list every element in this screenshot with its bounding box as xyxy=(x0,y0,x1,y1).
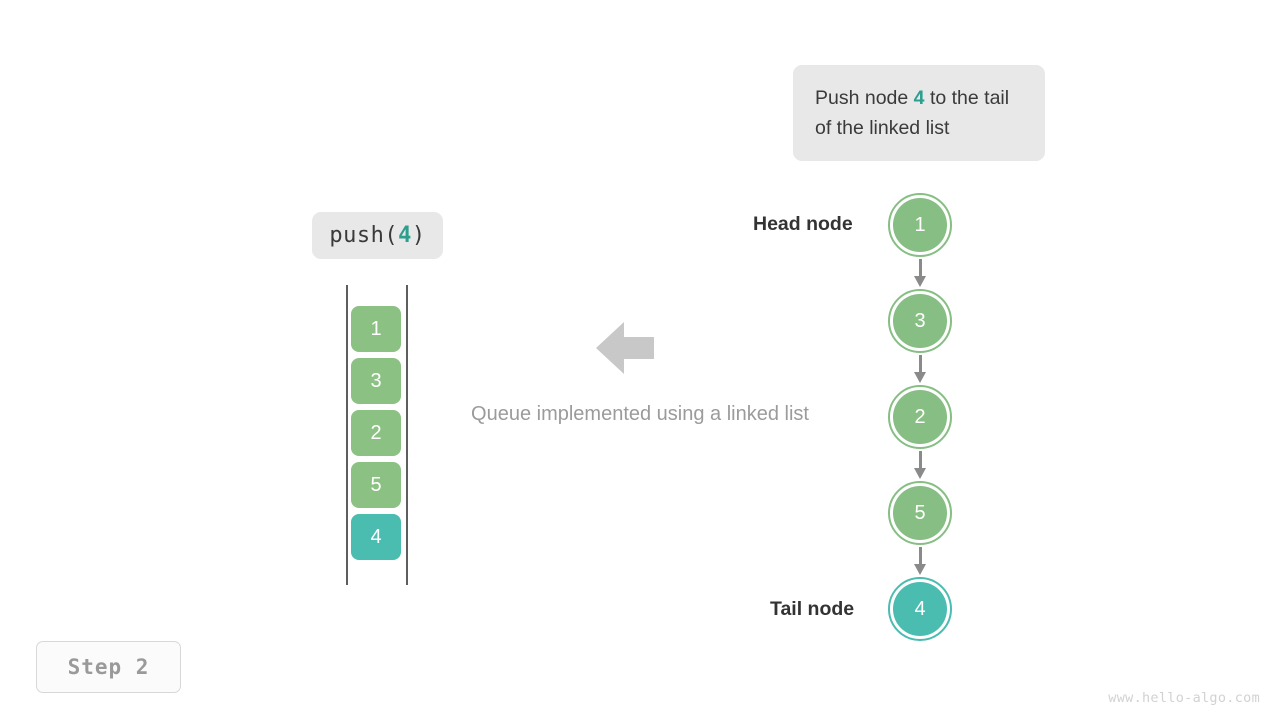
list-node: 1 xyxy=(888,193,952,257)
watermark: www.hello-algo.com xyxy=(1108,690,1260,706)
queue-cell-value: 4 xyxy=(370,525,382,548)
queue-cell: 1 xyxy=(351,306,401,352)
list-node-value: 1 xyxy=(914,213,926,236)
list-node: 4 xyxy=(888,577,952,641)
head-node-label: Head node xyxy=(753,213,853,235)
list-node-disc: 3 xyxy=(893,294,947,348)
list-node-value: 4 xyxy=(914,597,926,620)
callout-suffix: to the tail of the linked list xyxy=(815,87,1010,139)
list-node: 5 xyxy=(888,481,952,545)
callout-value: 4 xyxy=(913,87,925,109)
queue-cell-value: 1 xyxy=(370,317,382,340)
flow-arrow-left-icon xyxy=(596,320,654,376)
queue-cell: 5 xyxy=(351,462,401,508)
linked-list: 1 3 2 5 4 xyxy=(888,193,952,643)
list-node: 3 xyxy=(888,289,952,353)
list-connector-arrow-icon xyxy=(913,451,926,479)
tail-node-label: Tail node xyxy=(770,598,855,620)
list-connector-arrow-icon xyxy=(913,355,926,383)
step-badge: Step 2 xyxy=(36,641,181,693)
operation-prefix: push( xyxy=(329,223,399,248)
callout-box: Push node 4 to the tail of the linked li… xyxy=(793,65,1045,161)
list-node: 2 xyxy=(888,385,952,449)
queue-cell-value: 3 xyxy=(370,369,382,392)
queue-cell: 3 xyxy=(351,358,401,404)
list-node-disc: 4 xyxy=(893,582,947,636)
list-connector-arrow-icon xyxy=(913,259,926,287)
queue-rail-right xyxy=(406,285,408,585)
list-node-disc: 5 xyxy=(893,486,947,540)
callout-prefix: Push node xyxy=(815,87,914,109)
queue-cell: 2 xyxy=(351,410,401,456)
list-node-disc: 1 xyxy=(893,198,947,252)
list-connector-arrow-icon xyxy=(913,547,926,575)
queue-cell-value: 2 xyxy=(370,421,382,444)
list-node-value: 3 xyxy=(914,309,926,332)
operation-chip: push(4) xyxy=(312,212,443,259)
list-node-disc: 2 xyxy=(893,390,947,444)
queue-rail-left xyxy=(346,285,348,585)
list-node-value: 5 xyxy=(914,501,926,524)
operation-value: 4 xyxy=(398,223,412,248)
queue-cell: 4 xyxy=(351,514,401,560)
diagram-caption: Queue implemented using a linked list xyxy=(471,403,809,425)
operation-suffix: ) xyxy=(411,223,426,248)
queue-cell-value: 5 xyxy=(370,473,382,496)
queue-column: 1 3 2 5 4 xyxy=(346,285,408,585)
queue-cells: 1 3 2 5 4 xyxy=(351,306,401,566)
list-node-value: 2 xyxy=(914,405,926,428)
